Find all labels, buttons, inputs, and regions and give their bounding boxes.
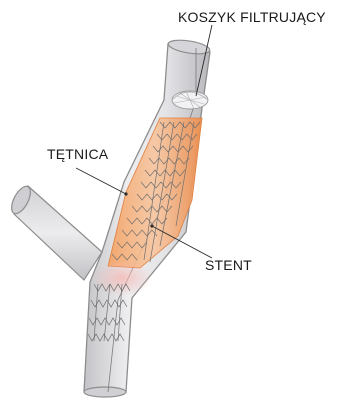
artery-leader-dot: [124, 192, 127, 195]
filter-basket: [172, 91, 208, 109]
vessel-bottom-opening: [84, 387, 126, 397]
artery-label: TĘTNICA: [47, 146, 108, 162]
stent-label: STENT: [205, 257, 252, 273]
filter-basket-label: KOSZYK FILTRUJĄCY: [178, 9, 326, 25]
artery-leader: [76, 168, 126, 194]
stent-leader-dot: [150, 224, 153, 227]
